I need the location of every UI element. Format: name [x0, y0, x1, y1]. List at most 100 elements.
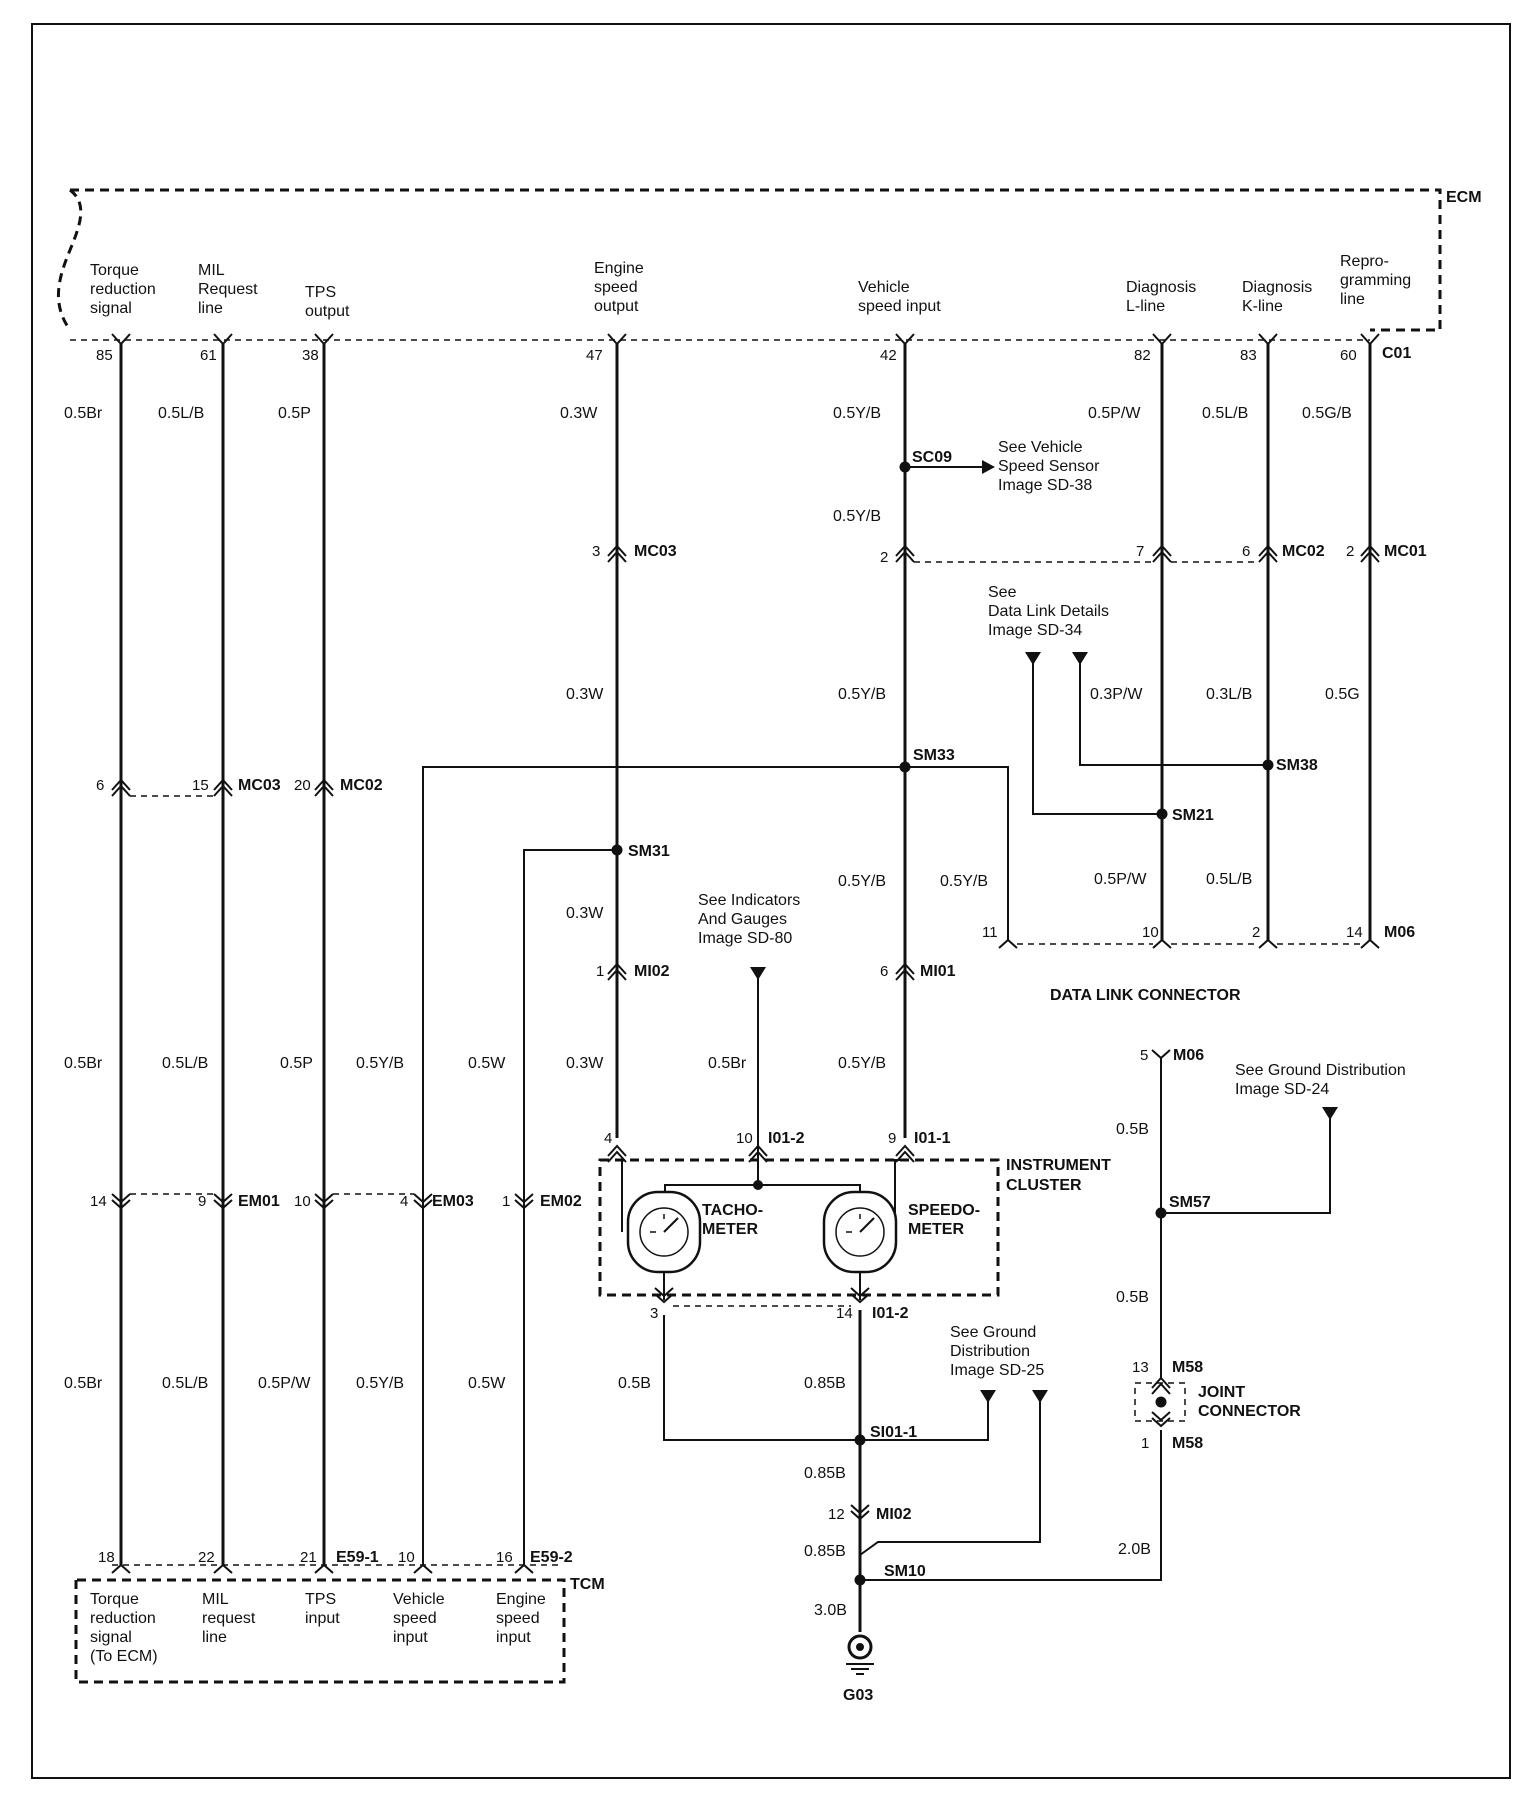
wire-label: 0.5Y/B	[838, 686, 886, 703]
ref-arrow	[980, 1390, 996, 1403]
pin-label: 7	[1136, 543, 1144, 560]
pin-label: 21	[300, 1549, 317, 1566]
wire-label: 0.5Y/B	[940, 873, 988, 890]
splice-sm38	[1262, 759, 1274, 771]
wire-label: 0.5G/B	[1302, 405, 1352, 422]
wire-label: 0.5Br	[64, 405, 103, 422]
wire-label: 0.5L/B	[1206, 871, 1252, 888]
pin-label: 15	[192, 777, 209, 794]
conn-mc03-b: MC03	[238, 777, 281, 794]
reference-arrows	[750, 652, 1338, 1403]
ref-arrow	[1072, 652, 1088, 665]
conn-em01: EM01	[238, 1193, 280, 1210]
ref-arrow	[750, 967, 766, 980]
reference-texts: See Vehicle Speed Sensor Image SD-38 See…	[698, 439, 1410, 1379]
conn-mc03: MC03	[634, 543, 677, 560]
splice-sm31	[611, 844, 623, 856]
data-link-connector: 11 10 2 14 M06 DATA LINK CONNECTOR	[982, 924, 1415, 1004]
data-link-connector-title: DATA LINK CONNECTOR	[1050, 987, 1241, 1004]
ecm-label-torque: Torque reduction signal	[90, 262, 160, 317]
pin-label: 1	[1141, 1435, 1149, 1452]
conn-mc01: MC01	[1384, 543, 1427, 560]
pin-label: 2	[880, 549, 888, 566]
pin-label: 9	[198, 1193, 206, 1210]
ecm-pin: 42	[880, 347, 897, 364]
wire-label: 0.5Y/B	[833, 405, 881, 422]
mi02-pin12: 12 MI02	[828, 1504, 912, 1523]
wire-label: 0.5Y/B	[833, 508, 881, 525]
wire-label: 0.5W	[468, 1375, 506, 1392]
ecm-signal-labels: Torque reduction signal MIL Request line…	[90, 253, 1411, 320]
splice-label-sm10: SM10	[884, 1563, 926, 1580]
pin-label: 10	[294, 1193, 311, 1210]
pin-label: 10	[1142, 924, 1159, 941]
wire-label: 3.0B	[814, 1602, 847, 1619]
wire-label: 0.5Y/B	[356, 1375, 404, 1392]
pin-label: 1	[502, 1193, 510, 1210]
pin-label: 14	[1346, 924, 1363, 941]
wire-label: 0.85B	[804, 1465, 846, 1482]
pin-label: 10	[398, 1549, 415, 1566]
ref-indicators-gauges: See Indicators And Gauges Image SD-80	[698, 892, 805, 947]
conn-mi02: MI02	[634, 963, 670, 980]
wire-label: 0.5L/B	[162, 1055, 208, 1072]
tcm-input-tps: TPS input	[305, 1591, 341, 1627]
wire-label: 0.3W	[566, 686, 604, 703]
pin-label: 11	[982, 924, 998, 941]
wire-label: 0.5B	[618, 1375, 651, 1392]
tcm-input-vehicle-speed: Vehicle speed input	[393, 1591, 449, 1646]
splice-sm10	[854, 1574, 866, 1586]
pin-label: 14	[90, 1193, 107, 1210]
pin-label: 10	[736, 1130, 753, 1147]
wire-label: 0.5B	[1116, 1289, 1149, 1306]
wire-label: 0.5B	[1116, 1121, 1149, 1138]
pin-label: 20	[294, 777, 311, 794]
conn-i01-2: I01-2	[768, 1130, 805, 1147]
splice-sm33	[899, 761, 911, 773]
splice-label-sm31: SM31	[628, 843, 670, 860]
wire-label: 0.5Br	[708, 1055, 747, 1072]
pin-label: 1	[596, 963, 604, 980]
ref-ground-sd24: See Ground Distribution Image SD-24	[1235, 1062, 1410, 1098]
splice-label-sm38: SM38	[1276, 757, 1318, 774]
ref-ground-sd25: See Ground Distribution Image SD-25	[950, 1324, 1044, 1379]
pin-label: 2	[1252, 924, 1260, 941]
m06-pin5: 5 M06	[1140, 1047, 1204, 1064]
splice-label-sm21: SM21	[1172, 807, 1214, 824]
joint-connector-label: JOINT CONNECTOR	[1198, 1384, 1301, 1420]
wire-label: 0.3P/W	[1090, 686, 1143, 703]
wire-label: 0.3L/B	[1206, 686, 1252, 703]
wire-label: 0.5P/W	[1088, 405, 1141, 422]
wire-label: 0.85B	[804, 1375, 846, 1392]
tcm-box: TCM 18 22 21 E59-1 10 16 E59-2 Torque re…	[74, 1549, 605, 1684]
pin-label: 5	[1140, 1047, 1148, 1064]
wire-label: 0.85B	[804, 1543, 846, 1560]
wire-label: 0.3W	[566, 1055, 604, 1072]
splice-label-sc09: SC09	[912, 449, 952, 466]
wire-label: 0.5P/W	[1094, 871, 1147, 888]
splices: SC09 SM33 SM31 SM21 SM38 SM57 SI01-1 SM1…	[611, 449, 1318, 1586]
splice-ic	[753, 1180, 763, 1190]
speedometer-gauge-icon	[822, 1190, 898, 1274]
ecm-label-tps: TPS output	[305, 284, 350, 320]
wire-label: 0.5Br	[64, 1055, 103, 1072]
wire-label: 0.3W	[566, 905, 604, 922]
ecm-pin: 82	[1134, 347, 1151, 364]
ecm-title: ECM	[1446, 189, 1482, 206]
pin-label: 6	[880, 963, 888, 980]
tachometer-gauge-icon	[626, 1190, 702, 1274]
conn-e59-1: E59-1	[336, 1549, 379, 1566]
pin-label: 2	[1346, 543, 1354, 560]
ref-data-link-details: See Data Link Details Image SD-34	[988, 584, 1113, 639]
ecm-label-engine-speed: Engine speed output	[594, 260, 648, 315]
splice-sc09	[899, 461, 911, 473]
connector-row-mc: 3 MC03 2 7 6 MC02 2 MC01	[592, 543, 1427, 566]
tcm-title: TCM	[570, 1576, 605, 1593]
ecm-pin: 38	[302, 347, 319, 364]
ground-label: G03	[843, 1687, 873, 1704]
instrument-cluster: INSTRUMENT CLUSTER 4 10 I01-2 9 I01-1 TA…	[598, 1130, 1111, 1322]
wire-label: 0.5G	[1325, 686, 1360, 703]
ecm-pin: 85	[96, 347, 113, 364]
pin-label: 4	[604, 1130, 612, 1147]
tcm-input-engine-speed: Engine speed input	[496, 1591, 550, 1646]
